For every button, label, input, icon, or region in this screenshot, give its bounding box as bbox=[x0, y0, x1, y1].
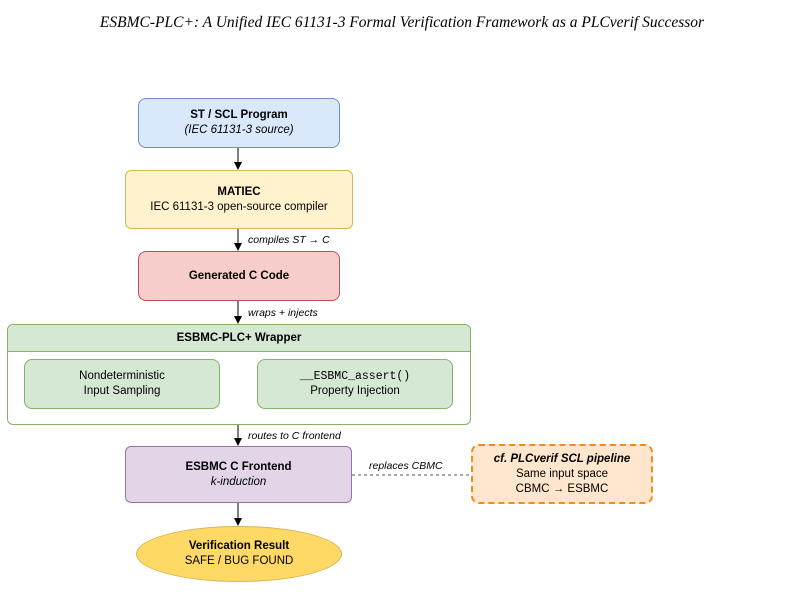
nondeterministic-input-sampling-node: Nondeterministic Input Sampling bbox=[24, 359, 220, 409]
plcverif-comparison-node: cf. PLCverif SCL pipeline Same input spa… bbox=[471, 444, 653, 504]
edge-label-replaces: replaces CBMC bbox=[369, 460, 443, 472]
verification-result-subtitle: SAFE / BUG FOUND bbox=[184, 555, 294, 567]
st-scl-program-title: ST / SCL Program bbox=[190, 109, 288, 121]
verification-result-node: Verification Result SAFE / BUG FOUND bbox=[136, 526, 342, 582]
input-sampling-line2: Input Sampling bbox=[83, 385, 161, 397]
input-sampling-line1: Nondeterministic bbox=[79, 370, 165, 382]
property-injection-line1: __ESBMC_assert() bbox=[299, 370, 411, 383]
esbmc-c-frontend-node: ESBMC C Frontend k-induction bbox=[125, 446, 352, 503]
generated-c-code-node: Generated C Code bbox=[138, 251, 340, 301]
page-title: ESBMC-PLC+: A Unified IEC 61131-3 Formal… bbox=[99, 14, 705, 31]
verification-result-title: Verification Result bbox=[188, 540, 290, 552]
property-injection-node: __ESBMC_assert() Property Injection bbox=[257, 359, 453, 409]
plcverif-title: cf. PLCverif SCL pipeline bbox=[493, 452, 631, 465]
matiec-subtitle: IEC 61131-3 open-source compiler bbox=[150, 200, 328, 213]
plcverif-line1: Same input space bbox=[515, 467, 609, 480]
matiec-node: MATIEC IEC 61131-3 open-source compiler bbox=[125, 170, 353, 229]
generated-c-code-title: Generated C Code bbox=[188, 269, 290, 282]
edge-label-compiles: compiles ST → C bbox=[248, 234, 330, 246]
esbmc-c-frontend-subtitle: k-induction bbox=[210, 475, 267, 488]
wrapper-title: ESBMC-PLC+ Wrapper bbox=[8, 325, 470, 352]
matiec-title: MATIEC bbox=[217, 185, 261, 198]
esbmc-c-frontend-title: ESBMC C Frontend bbox=[185, 460, 292, 473]
st-scl-program-subtitle: (IEC 61131-3 source) bbox=[184, 124, 294, 136]
property-injection-line2: Property Injection bbox=[310, 385, 400, 397]
st-scl-program-node: ST / SCL Program (IEC 61131-3 source) bbox=[138, 98, 340, 148]
edge-label-routes: routes to C frontend bbox=[248, 430, 341, 442]
edge-label-wraps: wraps + injects bbox=[248, 307, 318, 319]
plcverif-line2: CBMC → ESBMC bbox=[515, 482, 609, 495]
